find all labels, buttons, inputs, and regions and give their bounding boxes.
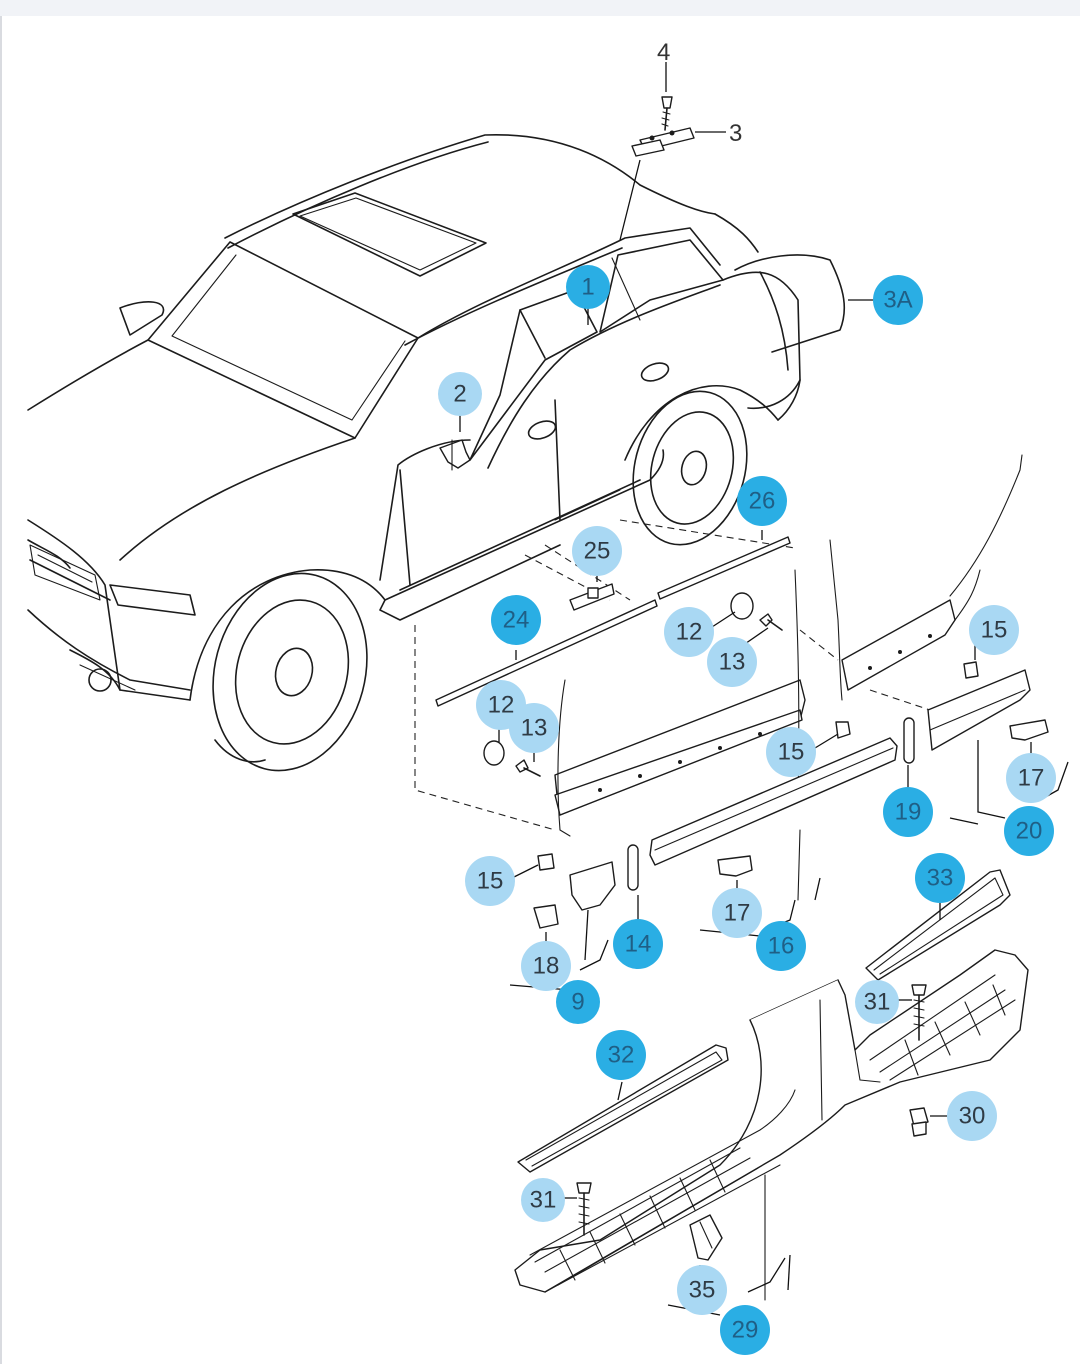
callout-25[interactable]: 25 — [572, 526, 622, 576]
label-4: 4 — [657, 39, 670, 66]
car-illustration — [27, 62, 875, 772]
svg-text:35: 35 — [689, 1277, 716, 1304]
callout-33[interactable]: 33 — [915, 853, 965, 903]
callout-1[interactable]: 1 — [566, 265, 610, 309]
callout-20[interactable]: 20 — [1004, 806, 1054, 856]
window-top-bar — [0, 0, 1080, 16]
callout-19[interactable]: 19 — [883, 787, 933, 837]
svg-text:29: 29 — [732, 1317, 759, 1344]
svg-text:20: 20 — [1016, 818, 1043, 845]
sill-parts — [514, 869, 1029, 1316]
svg-text:26: 26 — [749, 488, 776, 515]
callout-29[interactable]: 29 — [720, 1305, 770, 1355]
callout-15-left[interactable]: 15 — [465, 856, 515, 906]
svg-text:13: 13 — [521, 715, 548, 742]
callout-15-middle[interactable]: 15 — [766, 727, 816, 777]
svg-text:19: 19 — [895, 799, 922, 826]
callout-14[interactable]: 14 — [613, 919, 663, 969]
callout-3a[interactable]: 3A — [873, 275, 923, 325]
label-3: 3 — [729, 120, 742, 147]
svg-text:15: 15 — [778, 739, 805, 766]
callout-32[interactable]: 32 — [596, 1030, 646, 1080]
svg-text:25: 25 — [584, 538, 611, 565]
svg-text:12: 12 — [676, 619, 703, 646]
svg-text:18: 18 — [533, 953, 560, 980]
callout-9[interactable]: 9 — [556, 980, 600, 1024]
svg-text:2: 2 — [453, 381, 466, 408]
callout-17-middle[interactable]: 17 — [712, 888, 762, 938]
svg-text:30: 30 — [959, 1103, 986, 1130]
callout-2[interactable]: 2 — [438, 372, 482, 416]
svg-text:33: 33 — [927, 865, 954, 892]
callout-16[interactable]: 16 — [756, 921, 806, 971]
svg-text:14: 14 — [625, 931, 652, 958]
svg-text:31: 31 — [864, 989, 891, 1016]
callout-24[interactable]: 24 — [491, 595, 541, 645]
callout-13-lower[interactable]: 13 — [509, 703, 559, 753]
callout-17-right[interactable]: 17 — [1006, 753, 1056, 803]
callout-13-upper[interactable]: 13 — [707, 637, 757, 687]
svg-text:17: 17 — [1018, 765, 1045, 792]
callout-18[interactable]: 18 — [521, 941, 571, 991]
diagram-frame — [0, 16, 1080, 1364]
svg-text:9: 9 — [571, 989, 584, 1016]
svg-text:1: 1 — [581, 274, 594, 301]
callout-30[interactable]: 30 — [947, 1091, 997, 1141]
callout-26[interactable]: 26 — [737, 476, 787, 526]
svg-text:15: 15 — [981, 617, 1008, 644]
callout-31-left[interactable]: 31 — [521, 1178, 565, 1222]
svg-text:16: 16 — [768, 933, 795, 960]
svg-text:24: 24 — [503, 607, 530, 634]
svg-text:12: 12 — [488, 692, 515, 719]
svg-text:13: 13 — [719, 649, 746, 676]
svg-text:15: 15 — [477, 868, 504, 895]
callout-12-upper[interactable]: 12 — [664, 607, 714, 657]
callout-35[interactable]: 35 — [677, 1265, 727, 1315]
svg-text:3A: 3A — [883, 287, 912, 314]
svg-text:32: 32 — [608, 1042, 635, 1069]
svg-text:31: 31 — [530, 1187, 557, 1214]
callout-15-right[interactable]: 15 — [969, 605, 1019, 655]
svg-text:17: 17 — [724, 900, 751, 927]
callout-31-right[interactable]: 31 — [855, 980, 899, 1024]
side-moldings — [414, 454, 1069, 991]
